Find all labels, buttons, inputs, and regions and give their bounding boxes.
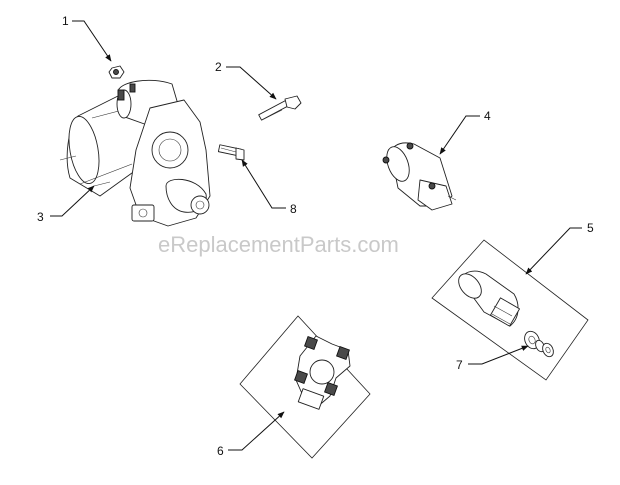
callout-5: 5 <box>587 221 594 235</box>
callout-4: 4 <box>484 109 491 123</box>
callout-1: 1 <box>62 14 69 28</box>
part-1-nut <box>108 65 125 79</box>
part-4-solenoid <box>382 142 457 211</box>
callout-2: 2 <box>215 60 222 74</box>
callout-7: 7 <box>456 358 463 372</box>
callout-leaders <box>50 20 582 451</box>
callout-8: 8 <box>290 202 297 216</box>
callout-3: 3 <box>37 210 44 224</box>
callout-6: 6 <box>217 444 224 458</box>
part-3-starter-motor <box>59 79 211 227</box>
part-6-brush-holder-box <box>239 315 371 459</box>
part-8-bolt <box>217 144 245 161</box>
part-7-washers <box>524 330 554 358</box>
part-2-bolt <box>258 95 302 121</box>
watermark-text: eReplacementParts.com <box>158 232 399 257</box>
part-5-pinion-box <box>431 239 589 381</box>
